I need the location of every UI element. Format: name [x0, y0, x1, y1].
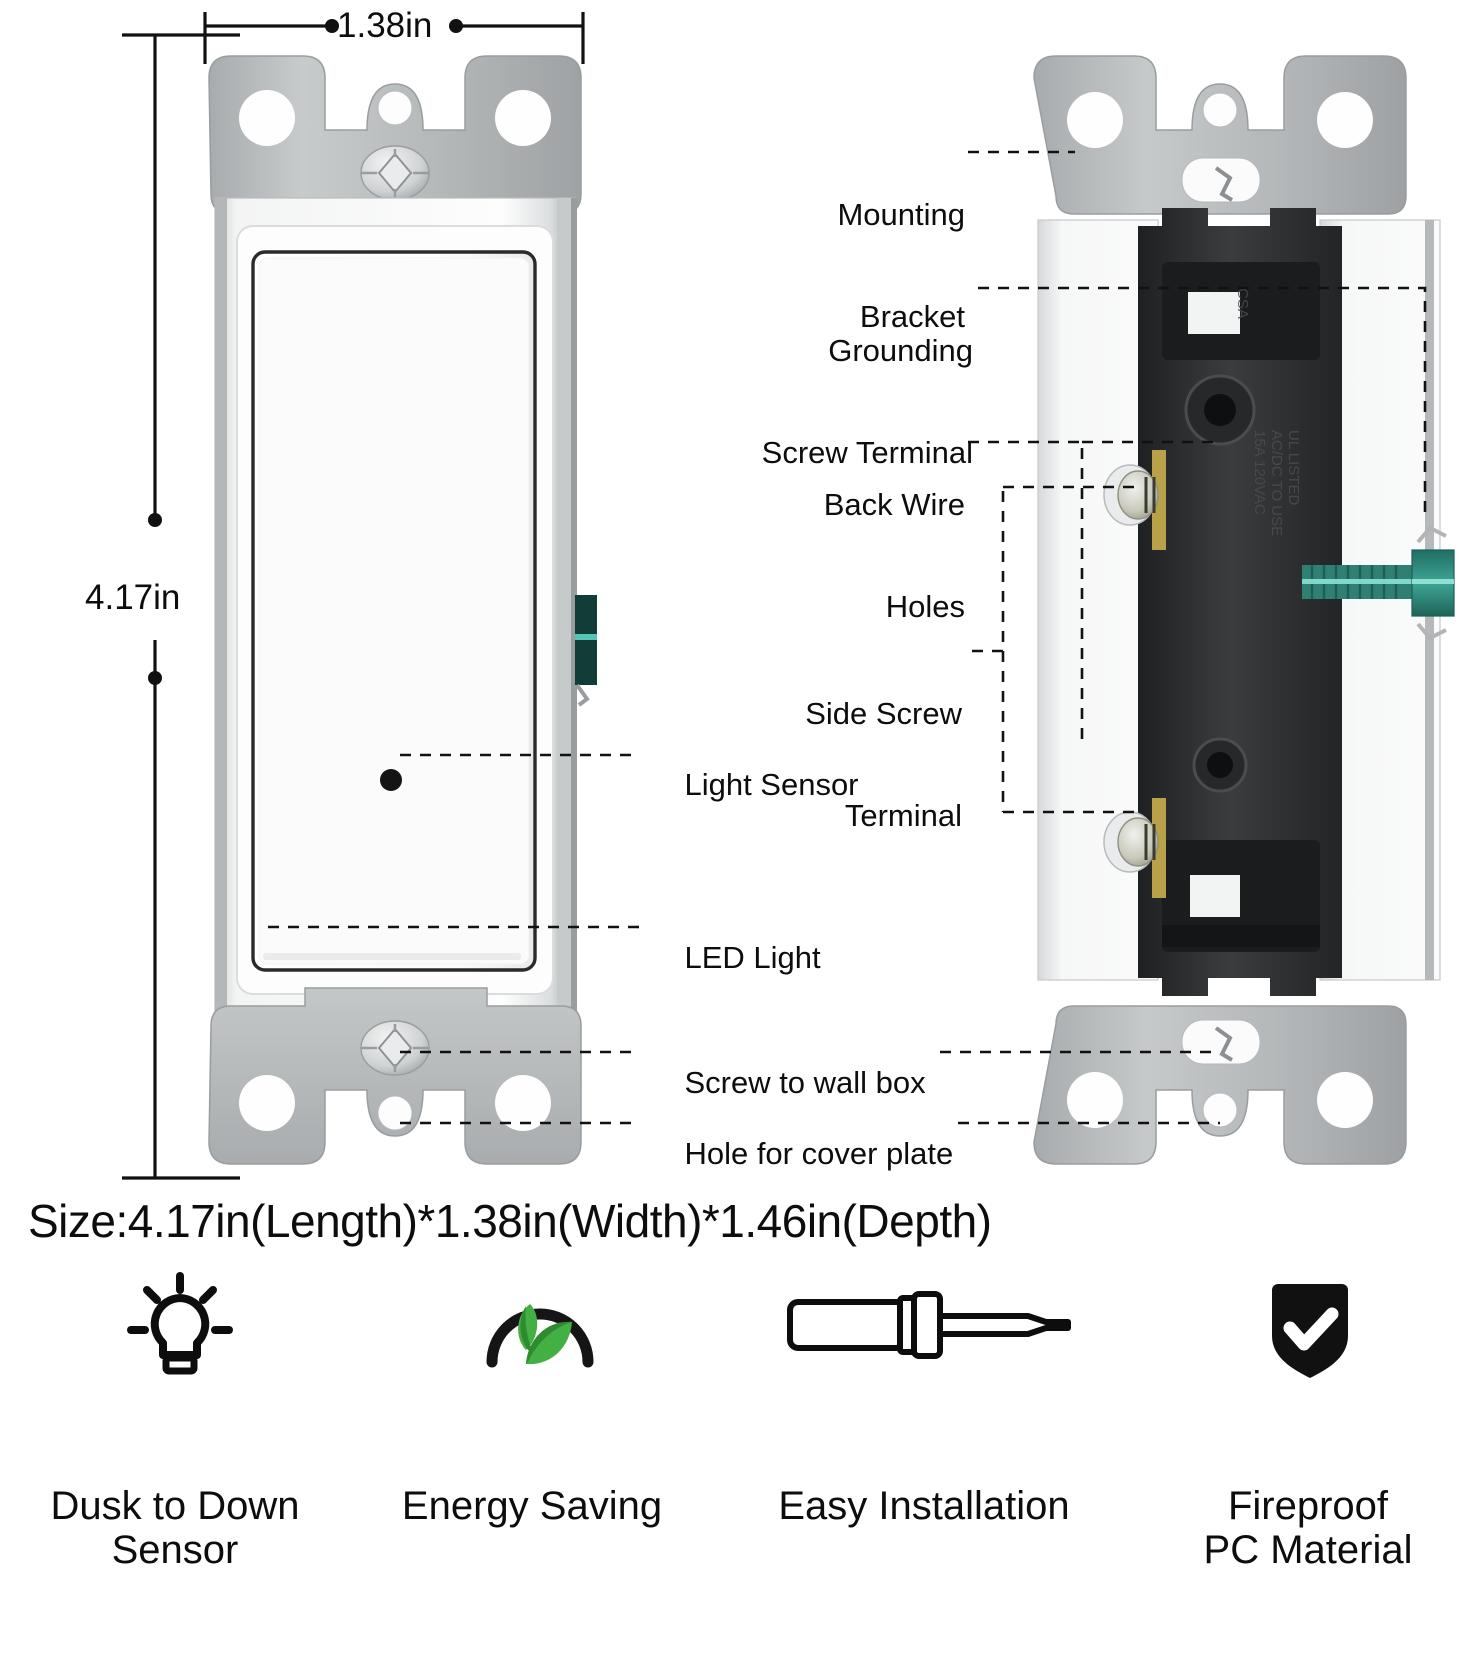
callout-light-sensor: Light Sensor	[650, 733, 859, 837]
callout-line: Back Wire	[823, 487, 965, 523]
callout-line: Mounting	[837, 197, 965, 233]
callout-line: Holes	[885, 589, 965, 625]
product-diagram: 15A 120VAC AC/DC TO USE UL LISTED CSA	[0, 6, 1480, 1572]
width-dimension-label: 1.38in	[337, 6, 433, 45]
feature-label-text: Fireproof PC Material	[1203, 1483, 1413, 1573]
lightbulb-rays-icon	[127, 1272, 233, 1375]
led-light-strip	[263, 953, 521, 960]
side-view-illustration: 15A 120VAC AC/DC TO USE UL LISTED CSA	[1033, 55, 1455, 1165]
length-dimension-label: 4.17in	[85, 578, 181, 617]
grounding-screw	[1302, 525, 1455, 641]
side-screw-terminal-lower	[1103, 798, 1166, 898]
callout-line: Light Sensor	[684, 766, 859, 802]
callout-line: Screw Terminal	[761, 435, 973, 471]
front-mounting-bracket-bottom	[208, 987, 582, 1165]
light-sensor-dot	[380, 769, 402, 791]
feature-easy-installation: Easy Installation	[714, 1272, 1134, 1528]
feature-label: Energy Saving	[352, 1394, 712, 1618]
svg-text:UL LISTED: UL LISTED	[1285, 430, 1302, 505]
screwdriver-icon	[787, 1291, 1071, 1359]
callout-line: Grounding	[828, 333, 973, 369]
callout-line: LED Light	[684, 939, 821, 975]
svg-text:CSA: CSA	[1234, 288, 1251, 319]
feature-dusk-to-down-sensor: Dusk to Down Sensor	[0, 1272, 350, 1572]
leaf-gauge-icon	[486, 1304, 594, 1368]
callout-line: Terminal	[844, 798, 962, 834]
dimension-lines	[122, 12, 585, 1180]
svg-text:15A 120VAC: 15A 120VAC	[1251, 430, 1268, 515]
callout-back-wire-holes: Back Wire Holes	[790, 420, 965, 693]
front-mounting-bracket-top	[208, 55, 582, 233]
front-view-illustration	[208, 55, 597, 1165]
side-black-body: 15A 120VAC AC/DC TO USE UL LISTED CSA	[1138, 208, 1342, 996]
feature-label-text: Dusk to Down Sensor	[50, 1483, 300, 1573]
front-switch-body	[214, 197, 577, 1021]
callout-screw-to-wall-box: Screw to wall box	[650, 1031, 926, 1135]
feature-label: Easy Installation	[714, 1394, 1134, 1618]
front-green-ground-tab	[575, 595, 597, 707]
feature-fireproof-pc-material: Fireproof PC Material	[1136, 1272, 1480, 1572]
feature-energy-saving: Energy Saving	[352, 1272, 712, 1528]
callout-line: Hole for cover plate	[684, 1135, 954, 1171]
callout-line: Side Screw	[805, 696, 962, 732]
callout-side-screw-terminal: Side Screw Terminal	[772, 629, 962, 902]
callout-mounting-bracket: Mounting Bracket	[790, 130, 965, 403]
callout-line: Screw to wall box	[684, 1064, 926, 1100]
svg-text:AC/DC TO USE: AC/DC TO USE	[1268, 430, 1285, 536]
feature-label-text: Easy Installation	[778, 1483, 1070, 1528]
callout-led-light: LED Light	[650, 906, 821, 1010]
side-screw-terminal-upper	[1103, 450, 1166, 550]
size-summary-text: Size:4.17in(Length)*1.38in(Width)*1.46in…	[28, 1195, 992, 1247]
callout-leader-lines	[268, 150, 1427, 1125]
feature-label-text: Energy Saving	[401, 1483, 663, 1528]
feature-label: Dusk to Down Sensor	[0, 1394, 350, 1663]
callout-line: Bracket	[859, 299, 965, 335]
shield-check-icon	[1272, 1284, 1348, 1378]
feature-label: Fireproof PC Material	[1136, 1394, 1480, 1663]
callout-grounding-screw-terminal: Grounding Screw Terminal	[715, 266, 973, 539]
callout-hole-for-cover-plate: Hole for cover plate	[650, 1102, 953, 1206]
feature-row: Dusk to Down Sensor Energy Saving	[0, 1272, 1480, 1572]
side-mounting-bracket-bottom	[1033, 1005, 1407, 1165]
side-mounting-bracket-top	[1033, 55, 1407, 215]
